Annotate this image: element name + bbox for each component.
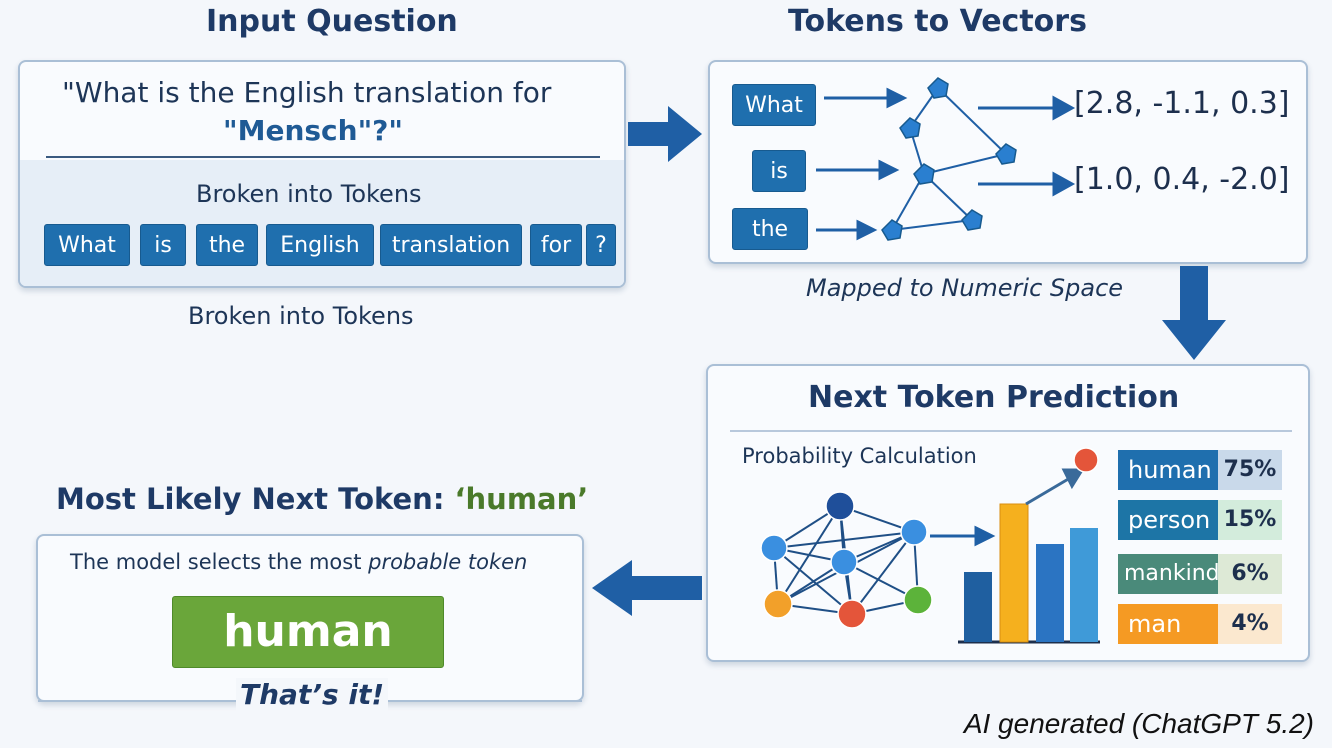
embedding-graph	[816, 77, 1076, 241]
token-what: What	[44, 224, 130, 266]
candidate-man: man	[1118, 604, 1218, 644]
candidate-mankind: mankind	[1118, 554, 1220, 594]
token-the: the	[196, 224, 258, 266]
question-line-1: "What is the English translation for	[62, 76, 552, 109]
token-english: English	[266, 224, 374, 266]
input-caption: Broken into Tokens	[188, 302, 414, 330]
candidate-mankind-prob: 6%	[1218, 554, 1282, 594]
result-title: Most Likely Next Token: ‘human’	[56, 482, 588, 516]
arrow-left-icon	[592, 560, 702, 616]
candidate-person: person	[1118, 500, 1218, 540]
vectors-caption: Mapped to Numeric Space	[806, 274, 1124, 302]
result-description-prefix: The model selects the most	[70, 550, 369, 574]
token-is: is	[140, 224, 186, 266]
prediction-title: Next Token Prediction	[808, 380, 1180, 415]
input-question-title: Input Question	[206, 4, 458, 39]
question-divider	[46, 156, 600, 158]
vector-value-2: [1.0, 0.4, -2.0]	[1074, 162, 1290, 197]
result-panel: The model selects the most probable toke…	[36, 534, 584, 702]
arrow-right-icon	[628, 106, 702, 162]
vector-token-is: is	[752, 150, 806, 192]
vectors-title: Tokens to Vectors	[788, 4, 1087, 39]
vector-value-1: [2.8, -1.1, 0.3]	[1074, 86, 1290, 121]
token-translation: translation	[380, 224, 522, 266]
graph-nodes	[881, 77, 1017, 241]
bar-3	[1036, 544, 1064, 642]
vector-token-the: the	[732, 208, 808, 250]
result-title-token: ‘human’	[454, 482, 589, 516]
network-and-bars	[760, 447, 1100, 644]
result-description-emphasis: probable token	[368, 550, 528, 574]
candidate-human-prob: 75%	[1218, 450, 1282, 490]
trend-arrow	[1025, 468, 1085, 506]
arrow-down-icon	[1162, 266, 1226, 360]
footer-rule-left	[38, 700, 226, 702]
bar-1	[964, 572, 992, 642]
prediction-panel: Next Token Prediction Probability Calcul…	[706, 364, 1310, 662]
bar-2	[999, 503, 1029, 643]
result-description: The model selects the most probable toke…	[70, 550, 527, 574]
vector-token-what: What	[732, 84, 816, 126]
token-for: for	[530, 224, 582, 266]
result-title-prefix: Most Likely Next Token:	[56, 482, 455, 516]
thats-it-label: That’s it!	[236, 678, 389, 711]
vectors-panel: What is the [2.8, -1	[708, 60, 1308, 264]
credit-text: AI generated (ChatGPT 5.2)	[963, 708, 1314, 739]
probability-calculation-label: Probability Calculation	[742, 444, 977, 468]
network-to-bars-arrow	[930, 525, 996, 547]
candidate-person-prob: 15%	[1218, 500, 1282, 540]
top-result-node	[1073, 447, 1099, 473]
bar-chart-bars	[964, 503, 1098, 643]
selected-token-badge: human	[172, 596, 444, 668]
prediction-divider	[730, 430, 1292, 432]
candidate-human: human	[1118, 450, 1218, 490]
broken-into-tokens-label: Broken into Tokens	[196, 180, 422, 208]
token-arrows	[816, 87, 908, 241]
token-question-mark: ?	[586, 224, 616, 266]
candidate-man-prob: 4%	[1218, 604, 1282, 644]
tokens-section	[20, 160, 624, 286]
bar-4	[1070, 528, 1098, 642]
network-nodes	[760, 491, 933, 629]
question-line-2: "Mensch"?"	[223, 114, 403, 147]
vector-arrows	[978, 95, 1076, 197]
footer-rule-right	[394, 700, 582, 702]
input-question-panel: "What is the English translation for "Me…	[18, 60, 626, 288]
